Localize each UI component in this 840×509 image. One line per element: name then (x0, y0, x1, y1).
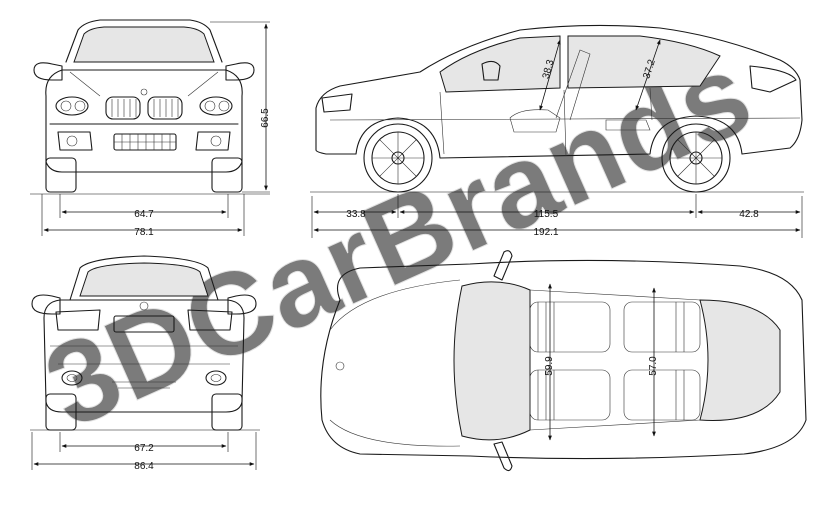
rear-overhang-label: 42.8 (739, 209, 759, 220)
wheelbase-label: 115.5 (534, 209, 559, 220)
rear-view (31, 255, 257, 431)
top-view (320, 250, 807, 472)
length-label: 192.1 (533, 227, 558, 238)
rear-dimensions: 67.2 86.4 (30, 429, 260, 472)
rear-shoulder-label: 57.0 (648, 356, 659, 376)
rear-wheel (661, 123, 731, 193)
front-track-label: 64.7 (134, 209, 154, 220)
front-wheel (363, 123, 433, 193)
watermark: 3DCarBrands (26, 26, 770, 454)
front-headroom-label: 38.3 (541, 58, 557, 80)
watermark-text: 3DCarBrands (27, 26, 770, 453)
top-dimensions: 59.9 57.0 (544, 283, 659, 441)
front-overhang-label: 33.8 (346, 209, 366, 220)
rear-track-label: 67.2 (134, 443, 154, 454)
side-dimensions: 33.8 115.5 42.8 192.1 (310, 191, 804, 238)
rear-width-label: 86.4 (134, 461, 154, 472)
front-width-label: 78.1 (134, 227, 154, 238)
front-view (33, 19, 255, 193)
front-dimensions: 66.5 64.7 78.1 (30, 21, 271, 238)
front-shoulder-label: 59.9 (544, 356, 555, 376)
side-view: 38.3 37.2 (315, 24, 803, 193)
front-height-label: 66.5 (260, 108, 271, 128)
